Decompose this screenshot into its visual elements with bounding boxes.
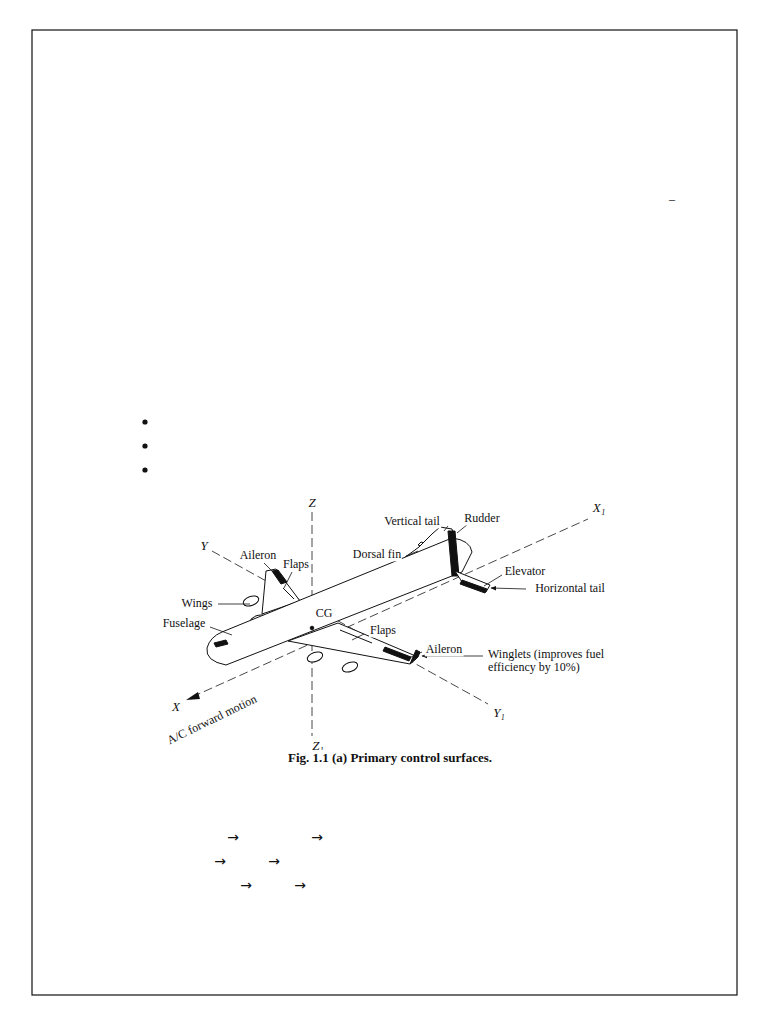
cg-label: CG	[315, 607, 334, 620]
leader-lines	[210, 524, 526, 657]
part-label: Horizontal tail	[534, 582, 606, 595]
part-label: Vertical tail	[383, 515, 441, 528]
arrow-glyph: →	[226, 830, 240, 845]
dash-mark: –	[668, 193, 676, 206]
part-label: Elevator	[504, 565, 547, 578]
part-label: Fuselage	[162, 617, 207, 630]
arrow-glyph: →	[310, 830, 324, 845]
aircraft	[207, 527, 490, 674]
forward-arrowhead	[186, 692, 200, 700]
axis-label: Y₁	[492, 706, 506, 720]
figure-caption: Fig. 1.1 (a) Primary control surfaces.	[288, 750, 492, 766]
part-label: Aileron	[239, 549, 278, 562]
part-label: Aileron	[425, 643, 464, 656]
page-border	[32, 30, 737, 995]
part-label: Wings	[181, 597, 214, 610]
part-label: Flaps	[369, 624, 397, 637]
axis-label: Z	[307, 496, 316, 510]
arrow-glyph: →	[267, 854, 281, 869]
bullet-dots	[142, 419, 147, 472]
axis-label: Y	[199, 539, 208, 553]
part-label: Flaps	[282, 558, 310, 571]
arrow-glyph: →	[293, 878, 307, 893]
part-label: Dorsal fin	[352, 548, 402, 561]
axis-label: X₁	[592, 501, 606, 515]
arrow-glyph: →	[239, 878, 253, 893]
part-note: Winglets (improves fuel efficiency by 10…	[487, 648, 629, 674]
arrow-glyph: →	[213, 854, 227, 869]
part-label: Rudder	[463, 512, 500, 525]
axis-label: X	[171, 700, 181, 714]
